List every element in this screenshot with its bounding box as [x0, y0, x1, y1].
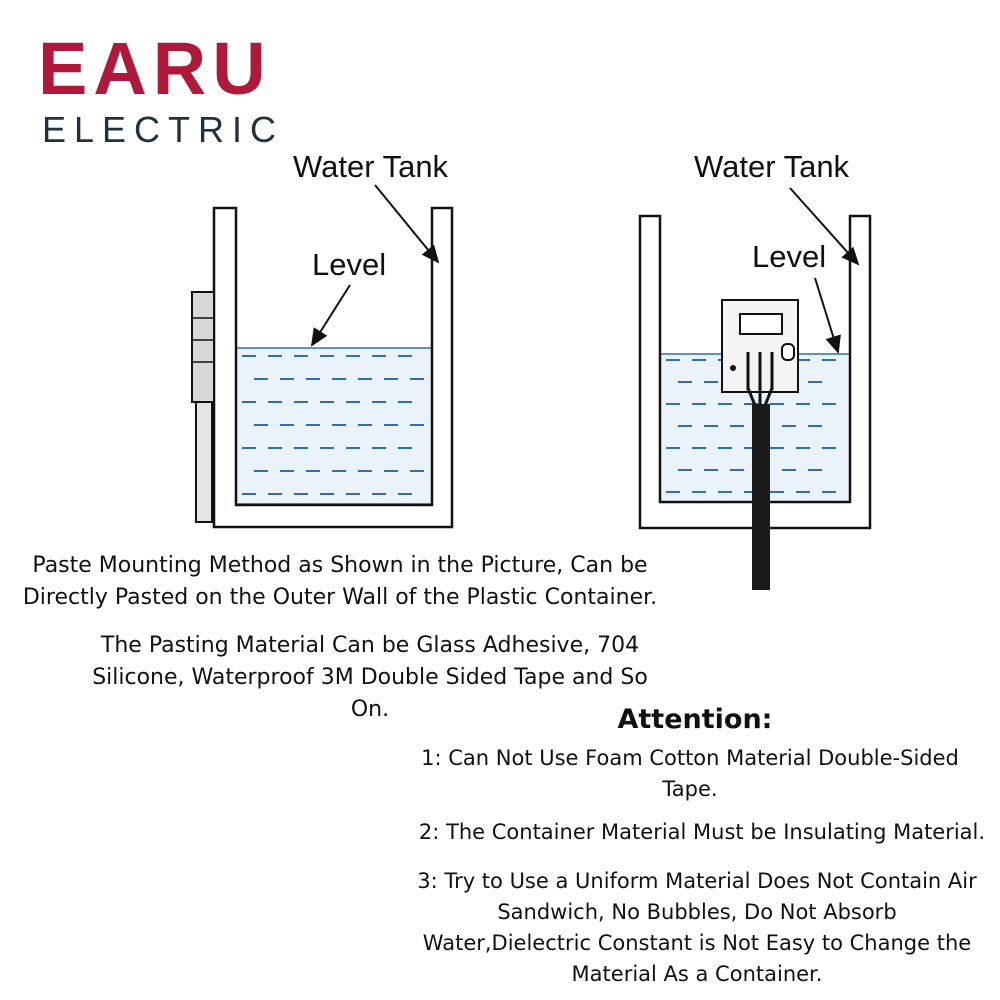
right-level-arrow	[814, 277, 841, 354]
left-tank-label: Water Tank	[293, 149, 449, 184]
logo-subtitle: ELECTRIC	[42, 109, 285, 150]
right-level-label: Level	[752, 239, 827, 274]
attention-note-3: 3: Try to Use a Uniform Material Does No…	[417, 869, 977, 986]
sensor-cable	[752, 404, 770, 590]
attention-note-2: 2: The Container Material Must be Insula…	[418, 820, 986, 844]
right-tank-diagram	[638, 187, 872, 590]
right-tank-wall	[638, 214, 872, 530]
left-tank-arrow	[374, 184, 440, 264]
right-sensor-unit	[721, 299, 799, 590]
attention-title: Attention:	[617, 704, 773, 735]
mounting-description: Paste Mounting Method as Shown in the Pi…	[22, 553, 658, 610]
attention-note-1: 1: Can Not Use Foam Cotton Material Doub…	[421, 746, 959, 801]
left-tank-wall	[212, 206, 454, 529]
earu-electric-logo: EARU ELECTRIC	[38, 27, 308, 150]
left-water-dashes	[242, 355, 424, 495]
left-level-arrow	[310, 284, 351, 347]
left-level-label: Level	[312, 247, 387, 282]
right-water-dashes	[666, 359, 836, 493]
right-tank-label: Water Tank	[694, 149, 850, 184]
pasting-material-description: The Pasting Material Can be Glass Adhesi…	[92, 633, 648, 722]
right-tank-arrow	[789, 187, 860, 266]
left-tank-diagram	[191, 184, 454, 529]
logo-brand: EARU	[38, 27, 272, 110]
left-pasted-sensor	[191, 291, 215, 523]
